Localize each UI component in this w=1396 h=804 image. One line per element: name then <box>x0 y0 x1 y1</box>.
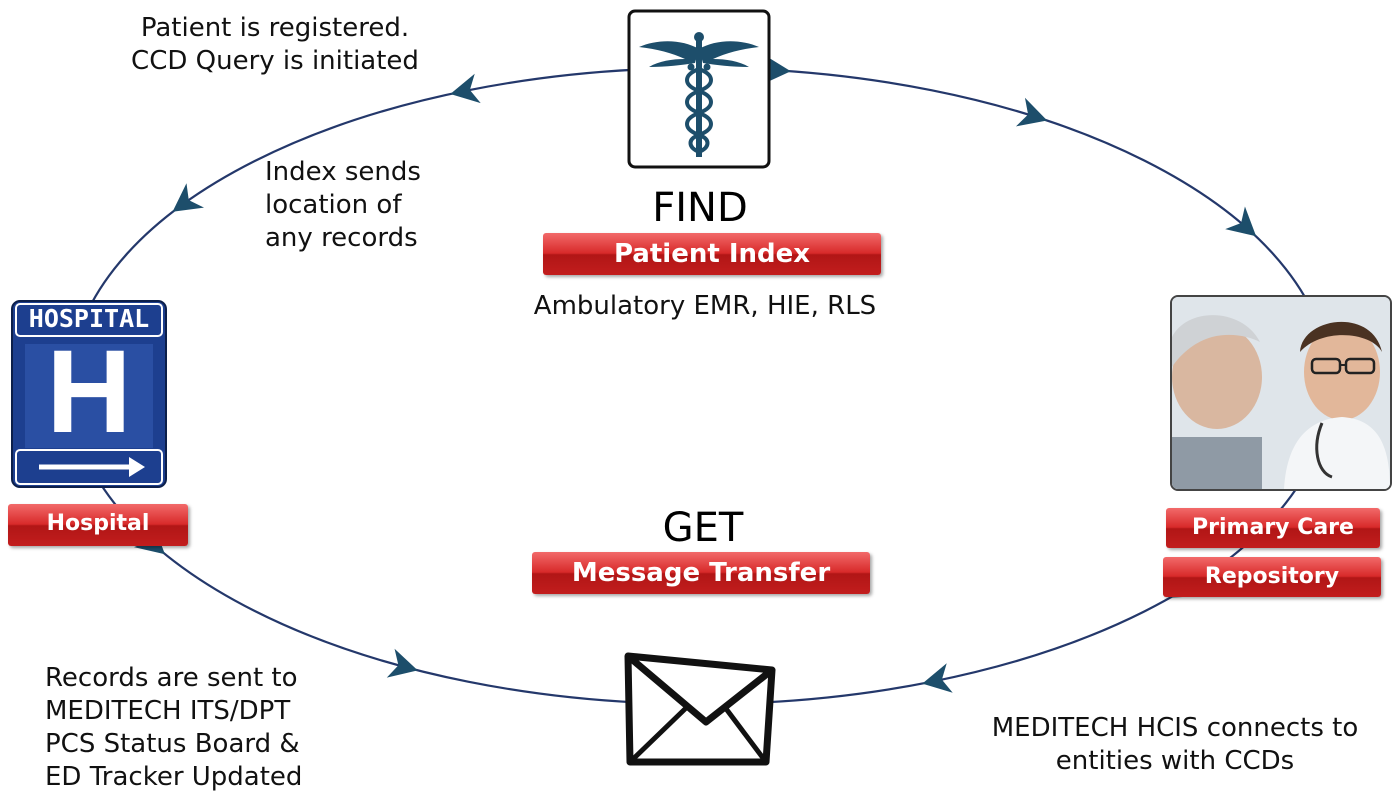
cycle-arrowhead-7 <box>172 183 205 212</box>
hospital-sign-icon <box>11 300 167 488</box>
envelope-icon <box>620 650 780 770</box>
hcis-text: MEDITECH HCIS connects to entities with … <box>991 713 1359 776</box>
patient-index-label: Patient Index <box>543 233 881 275</box>
cycle-arrowhead-9 <box>386 648 418 678</box>
cycle-arrowhead-6 <box>450 73 481 104</box>
get-heading: GET <box>662 505 744 551</box>
cycle-arrowhead-8 <box>133 524 165 555</box>
doctor-patient-photo <box>1170 295 1392 491</box>
hospital-sign-text: HOSPITAL <box>28 304 150 333</box>
cycle-arrowhead-2 <box>1015 97 1048 127</box>
primary-care-label: Primary Care <box>1166 508 1380 548</box>
registered-text: Patient is registered. CCD Query is init… <box>131 13 419 76</box>
repository-label: Repository <box>1163 557 1381 597</box>
records-sent-text: Records are sent to MEDITECH ITS/DPT PCS… <box>45 663 303 792</box>
hospital-label: Hospital <box>8 504 188 546</box>
hospital-sign-letter: H <box>46 326 132 458</box>
message-transfer-label: Message Transfer <box>532 552 870 594</box>
find-heading: FIND <box>652 185 748 231</box>
sources-text: Ambulatory EMR, HIE, RLS <box>533 291 877 321</box>
cycle-arrowhead-3 <box>1225 206 1257 237</box>
index-sends-text: Index sends location of any records <box>265 157 421 253</box>
caduceus-icon <box>627 9 771 169</box>
cycle-arrowhead-5 <box>922 663 953 693</box>
